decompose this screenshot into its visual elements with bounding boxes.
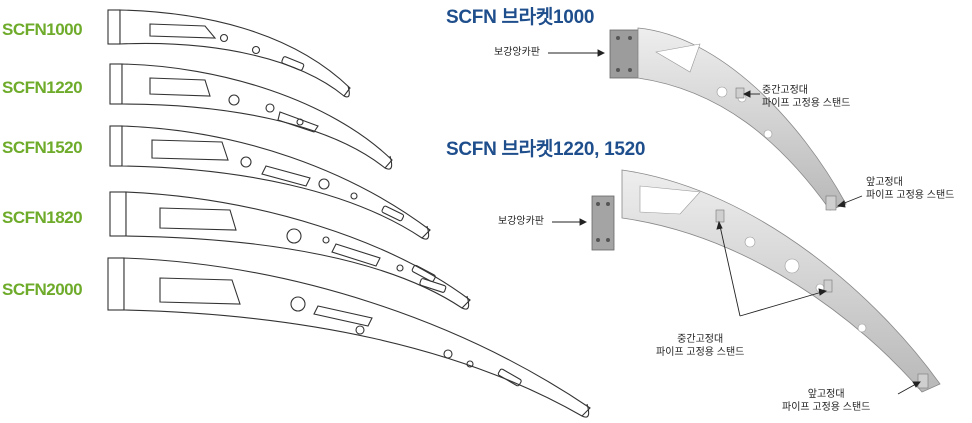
- callout-top-front: 앞고정대 파이프 고정용 스탠드: [866, 176, 954, 202]
- bracket-scfn1220: [109, 63, 393, 170]
- model-label-scfn1000: SCFN1000: [2, 20, 83, 39]
- callout-bottom-front-line2: 파이프 고정용 스탠드: [782, 402, 871, 413]
- callout-bottom-front: 앞고정대 파이프 고정용 스탠드: [782, 388, 870, 414]
- bracket-photo-1220-1520: [591, 169, 941, 393]
- callout-bottom-middle: 중간고정대 파이프 고정용 스탠드: [656, 333, 744, 359]
- callout-top-front-line2: 파이프 고정용 스탠드: [866, 190, 955, 201]
- callout-top-front-line1: 앞고정대: [866, 177, 903, 188]
- bracket-scfn1000: [107, 9, 351, 98]
- model-label-scfn1520: SCFN1520: [2, 138, 83, 157]
- callout-bottom-front-line1: 앞고정대: [807, 389, 845, 400]
- model-label-scfn1820: SCFN1820: [2, 208, 83, 227]
- bracket-scfn1520: [109, 125, 431, 240]
- heading-bracket-1220-1520: SCFN 브라켓1220, 1520: [446, 139, 646, 160]
- bracket-photo-1000: [609, 27, 847, 211]
- bracket-scfn2000: [107, 257, 591, 418]
- model-label-scfn2000: SCFN2000: [2, 280, 83, 299]
- model-label-scfn1220: SCFN1220: [2, 78, 83, 97]
- callout-top-middle-line1: 중간고정대: [762, 85, 808, 96]
- callout-top-middle: 중간고정대 파이프 고정용 스탠드: [762, 84, 850, 110]
- heading-bracket-1000: SCFN 브라켓1000: [446, 7, 595, 28]
- callout-arrows: [548, 49, 921, 395]
- callout-bottom-reinforce: 보강앙카판: [498, 216, 544, 227]
- callout-bottom-middle-line1: 중간고정대: [677, 334, 724, 345]
- callout-top-middle-line2: 파이프 고정용 스탠드: [762, 98, 851, 109]
- callout-bottom-middle-line2: 파이프 고정용 스탠드: [656, 347, 745, 358]
- bracket-scfn1820: [109, 191, 471, 310]
- callout-top-reinforce: 보강앙카판: [494, 47, 540, 58]
